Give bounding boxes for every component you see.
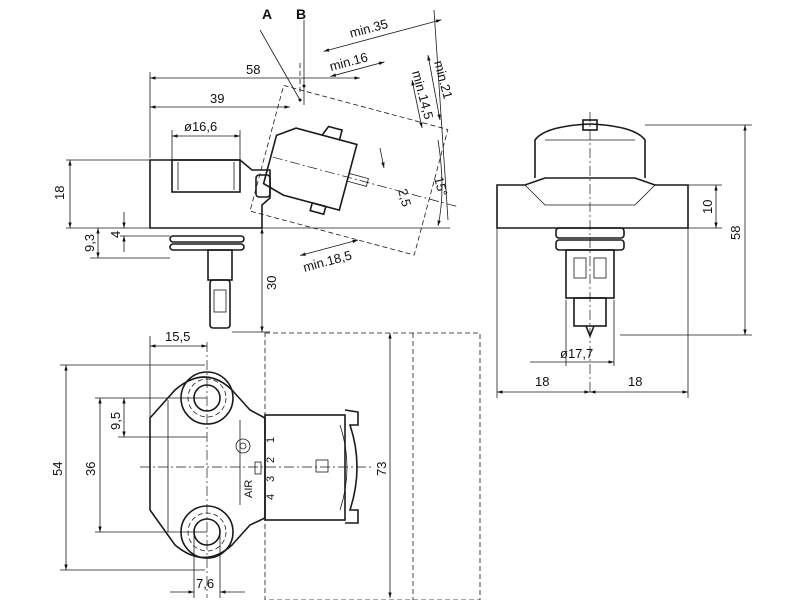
dim-54: 54 bbox=[50, 462, 65, 476]
dim-58-height: 58 bbox=[728, 226, 743, 240]
top-view: 1 2 3 4 AIR 15,5 36 9,5 54 73 7,6 bbox=[50, 329, 481, 600]
dim-angle-15: 15° bbox=[431, 175, 451, 198]
dim-18-right: 18 bbox=[628, 374, 642, 389]
dim-36: 36 bbox=[83, 462, 98, 476]
pin-1: 1 bbox=[265, 437, 277, 443]
dim-18-height: 18 bbox=[52, 186, 67, 200]
dim-7-6: 7,6 bbox=[196, 576, 214, 591]
pin-3: 3 bbox=[265, 476, 277, 482]
dim-2-5: 2,5 bbox=[395, 187, 414, 208]
dim-dia-17-7: ø17,7 bbox=[560, 346, 593, 361]
air-label: AIR bbox=[243, 480, 255, 498]
pin-4: 4 bbox=[265, 494, 277, 500]
pin-2: 2 bbox=[265, 457, 277, 463]
dim-9-3: 9,3 bbox=[82, 234, 97, 252]
front-view: 58 10 ø17,7 18 18 bbox=[496, 112, 752, 398]
side-view: A B 58 39 ø16,6 min.35 min.16 min.21 min… bbox=[52, 6, 457, 333]
dim-15-5: 15,5 bbox=[165, 329, 190, 344]
dim-min-35: min.35 bbox=[348, 16, 390, 41]
dim-4: 4 bbox=[108, 231, 123, 238]
dim-min-21: min.21 bbox=[431, 59, 456, 101]
dim-min-18-5: min.18,5 bbox=[301, 247, 353, 274]
dim-39: 39 bbox=[210, 91, 224, 106]
dim-58: 58 bbox=[246, 62, 260, 77]
dim-10: 10 bbox=[700, 200, 715, 214]
label-a: A bbox=[262, 6, 272, 22]
dim-73: 73 bbox=[374, 462, 389, 476]
dim-min-16: min.16 bbox=[328, 49, 370, 74]
dim-18-left: 18 bbox=[535, 374, 549, 389]
dim-9-5: 9,5 bbox=[108, 412, 123, 430]
label-b: B bbox=[296, 6, 306, 22]
dim-30: 30 bbox=[264, 276, 279, 290]
dim-dia-16-6: ø16,6 bbox=[184, 119, 217, 134]
